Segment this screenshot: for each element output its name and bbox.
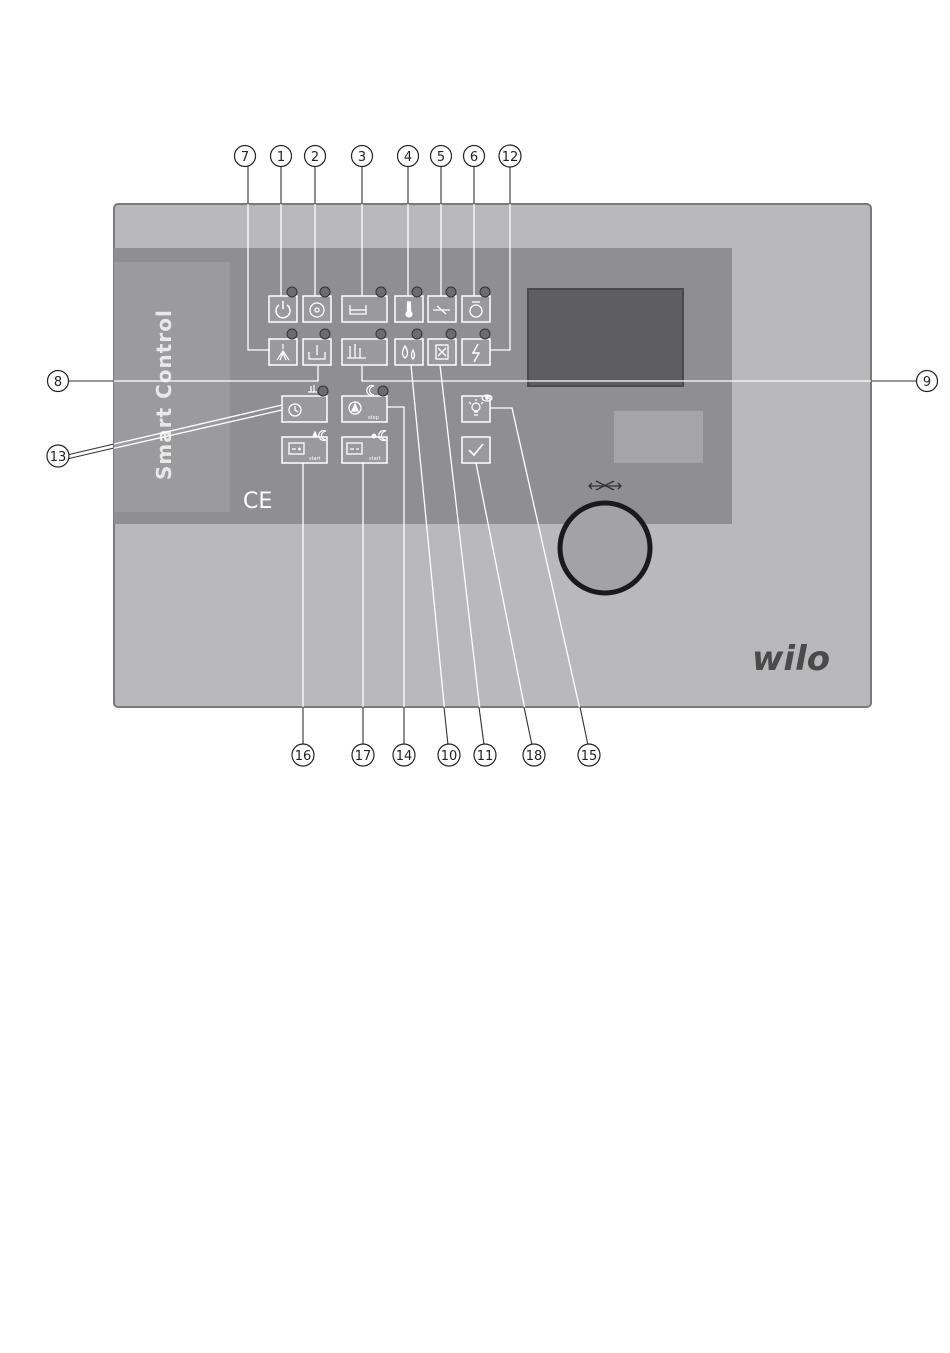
svg-text:15: 15 <box>581 749 598 764</box>
led-13 <box>318 386 328 396</box>
svg-text:6: 6 <box>470 150 478 165</box>
callout-7: 7 <box>235 146 256 167</box>
led-2 <box>320 287 330 297</box>
callout-10: 10 <box>438 744 460 766</box>
callout-11: 11 <box>474 744 496 766</box>
led-11 <box>446 329 456 339</box>
key-13[interactable] <box>282 396 327 422</box>
callout-8: 8 <box>48 371 69 392</box>
key-16-start[interactable]: start <box>282 437 327 463</box>
key-6[interactable] <box>462 296 490 322</box>
start-label-17: start <box>369 456 381 462</box>
callout-9: 9 <box>917 371 938 392</box>
key-5[interactable] <box>428 296 456 322</box>
key-9[interactable] <box>342 339 387 365</box>
led-4 <box>412 287 422 297</box>
svg-text:3: 3 <box>358 150 366 165</box>
key-18-confirm[interactable] <box>462 437 490 463</box>
key-8[interactable] <box>303 339 331 365</box>
svg-text:10: 10 <box>441 749 458 764</box>
lcd-display <box>528 289 683 386</box>
led-9 <box>376 329 386 339</box>
key-10[interactable] <box>395 339 423 365</box>
led-1 <box>287 287 297 297</box>
svg-text:1: 1 <box>277 150 285 165</box>
svg-text:5: 5 <box>437 150 445 165</box>
svg-text:7: 7 <box>241 150 249 165</box>
key-temperature[interactable] <box>395 296 423 322</box>
callout-16: 16 <box>292 744 314 766</box>
svg-text:14: 14 <box>396 749 413 764</box>
svg-text:4: 4 <box>404 150 412 165</box>
callout-3: 3 <box>352 146 373 167</box>
stop-label: stop <box>368 415 379 421</box>
key-15-light[interactable] <box>462 396 490 422</box>
svg-text:18: 18 <box>526 749 543 764</box>
led-7 <box>287 329 297 339</box>
callout-4: 4 <box>398 146 419 167</box>
key-17-start[interactable]: start <box>342 437 387 463</box>
svg-text:12: 12 <box>502 150 519 165</box>
led-3 <box>376 287 386 297</box>
callout-17: 17 <box>352 744 374 766</box>
ce-mark: CE <box>243 489 272 514</box>
svg-text:8: 8 <box>54 375 62 390</box>
led-8 <box>320 329 330 339</box>
key-12[interactable] <box>462 339 490 365</box>
start-label-16: start <box>309 456 321 462</box>
svg-text:2: 2 <box>311 150 319 165</box>
callout-5: 5 <box>431 146 452 167</box>
key-14-stop[interactable]: stop <box>342 396 387 422</box>
rotary-knob[interactable] <box>560 503 650 593</box>
key-11[interactable] <box>428 339 456 365</box>
svg-text:9: 9 <box>923 375 931 390</box>
led-10 <box>412 329 422 339</box>
key-7[interactable] <box>269 339 297 365</box>
svg-text:17: 17 <box>355 749 372 764</box>
callout-14: 14 <box>393 744 415 766</box>
callout-2: 2 <box>305 146 326 167</box>
wilo-logo: wilo <box>752 639 830 679</box>
svg-text:13: 13 <box>50 450 67 465</box>
led-12 <box>480 329 490 339</box>
led-14 <box>378 386 388 396</box>
key-on-off[interactable] <box>269 296 297 322</box>
key-fan[interactable] <box>303 296 331 322</box>
callout-15: 15 <box>578 744 600 766</box>
display-secondary-window <box>614 411 703 463</box>
panel-title: Smart Control <box>152 309 176 480</box>
callout-13: 13 <box>47 445 69 467</box>
led-6 <box>480 287 490 297</box>
svg-text:16: 16 <box>295 749 312 764</box>
callout-6: 6 <box>464 146 485 167</box>
callout-12: 12 <box>499 145 521 167</box>
led-5 <box>446 287 456 297</box>
svg-text:11: 11 <box>477 749 494 764</box>
callout-18: 18 <box>523 744 545 766</box>
callout-1: 1 <box>271 146 292 167</box>
key-3[interactable] <box>342 296 387 322</box>
